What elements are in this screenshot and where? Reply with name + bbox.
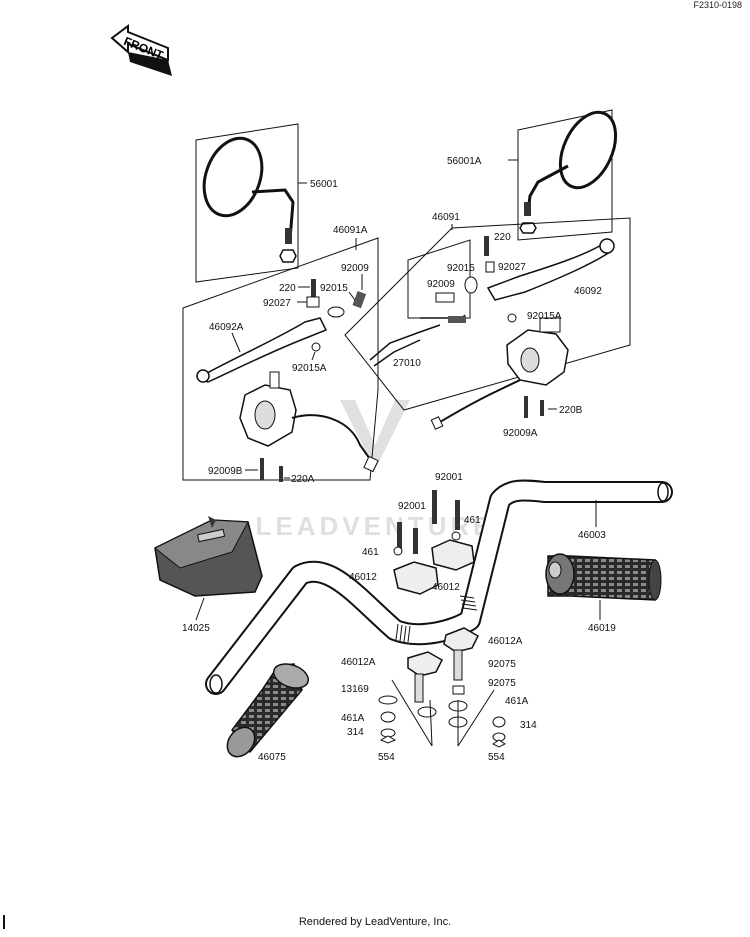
label-27010: 27010: [393, 358, 421, 369]
left-lever-assembly: [182, 237, 379, 482]
label-46012-right: 46012: [432, 582, 460, 593]
label-92009B: 92009B: [208, 466, 243, 477]
label-46075: 46075: [258, 752, 286, 763]
label-92015-right: 92015: [447, 263, 475, 274]
left-grip: [226, 663, 310, 758]
label-92009-right: 92009: [427, 279, 455, 290]
label-46091: 46091: [432, 212, 460, 223]
right-grip: [545, 553, 662, 601]
left-mirror-glass: [202, 136, 264, 218]
label-461-left: 461: [362, 547, 379, 558]
label-46092A: 46092A: [209, 322, 244, 333]
label-314-left: 314: [347, 727, 364, 738]
label-554-left: 554: [378, 752, 395, 763]
label-56001: 56001: [310, 179, 338, 190]
label-92015-left: 92015: [320, 283, 348, 294]
label-220-right: 220: [494, 232, 511, 243]
left-mirror-nut: [279, 249, 297, 263]
label-92009-left: 92009: [341, 263, 369, 274]
right-mirror-glass: [558, 110, 618, 190]
label-314-right: 314: [520, 720, 537, 731]
footer-credit: Rendered by LeadVenture, Inc.: [298, 916, 452, 928]
riser-clamps: [378, 490, 506, 748]
label-92001-top: 92001: [435, 472, 463, 483]
label-46003: 46003: [578, 530, 606, 541]
right-mirror-group: [508, 109, 618, 241]
label-46092: 46092: [574, 286, 602, 297]
diagram-code: F2310-0198: [693, 0, 742, 10]
label-46091A: 46091A: [333, 225, 368, 236]
label-92015A-left: 92015A: [292, 363, 327, 374]
label-92015A-right: 92015A: [527, 311, 562, 322]
watermark-text: LEADVENTURE: [255, 511, 494, 541]
watermark: LEADVENTURE: [255, 400, 494, 541]
clutch-lever: [196, 317, 328, 383]
label-46012A-left: 46012A: [341, 657, 376, 668]
label-461A-left: 461A: [341, 713, 365, 724]
label-220B: 220B: [559, 405, 583, 416]
label-220-left: 220: [279, 283, 296, 294]
front-arrow-icon: FRONT: [110, 24, 172, 76]
label-554-right: 554: [488, 752, 505, 763]
handlebar-cover: [154, 516, 263, 597]
label-14025: 14025: [182, 623, 210, 634]
label-461A-right: 461A: [505, 696, 529, 707]
right-lever-assembly: [344, 217, 631, 430]
label-46012-left: 46012: [349, 572, 377, 583]
label-92027-left: 92027: [263, 298, 291, 309]
label-220A: 220A: [291, 474, 315, 485]
label-92075-b: 92075: [488, 678, 516, 689]
label-92027-right: 92027: [498, 262, 526, 273]
left-mirror-group: [195, 123, 307, 283]
label-46019: 46019: [588, 623, 616, 634]
label-46012A-right: 46012A: [488, 636, 523, 647]
left-mirror-stem: [251, 188, 295, 241]
label-13169: 13169: [341, 684, 369, 695]
label-92009A: 92009A: [503, 428, 538, 439]
label-92001-mid: 92001: [398, 501, 426, 512]
label-92075-a: 92075: [488, 659, 516, 670]
label-461-right: 461: [464, 515, 481, 526]
label-56001A: 56001A: [447, 156, 482, 167]
left-mirror-thread: [285, 228, 292, 244]
footer-mark: [3, 915, 5, 929]
handlebar: [205, 479, 673, 695]
